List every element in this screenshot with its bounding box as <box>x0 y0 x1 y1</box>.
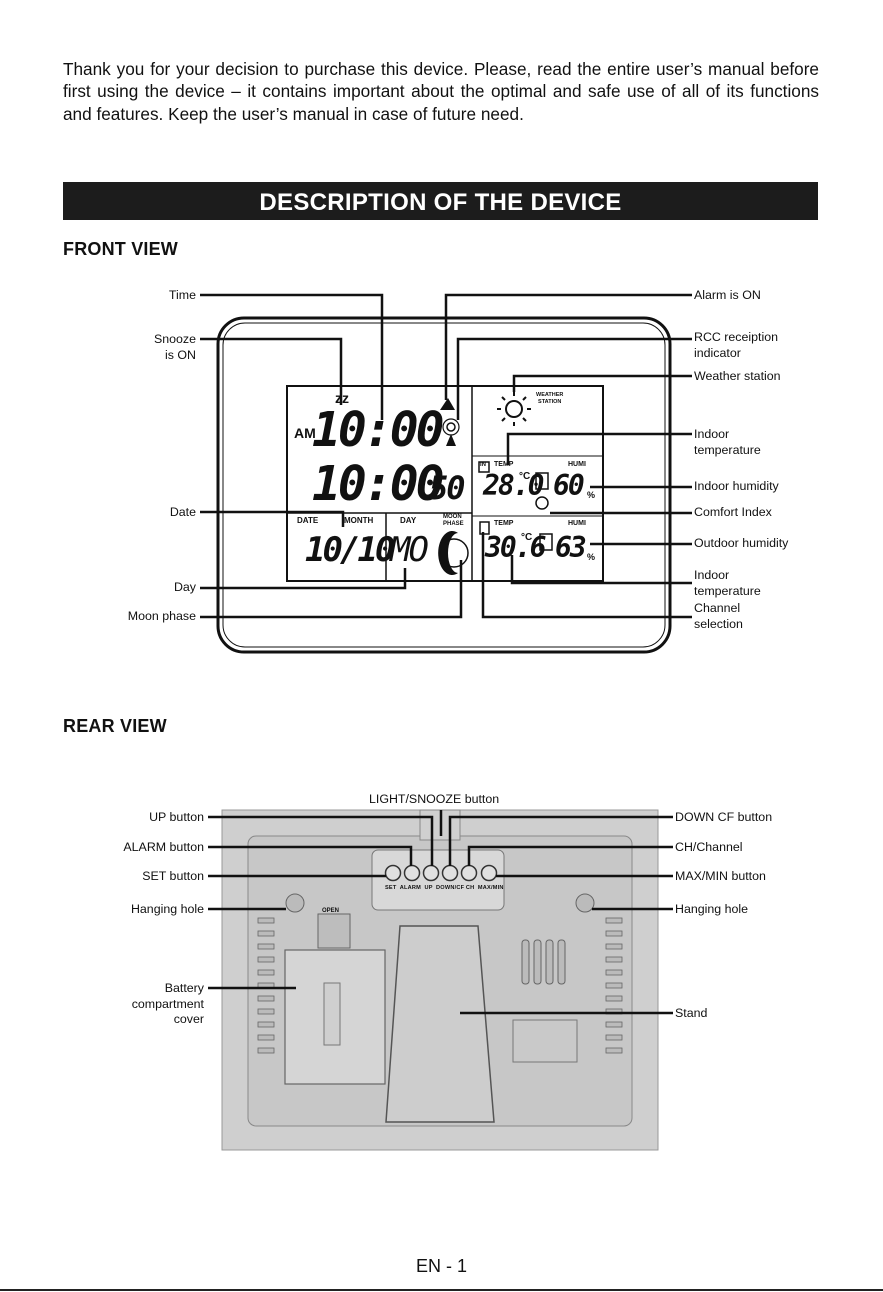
outdoor-humi-display: 63 <box>555 531 587 564</box>
label-indoor-humidity: Indoor humidity <box>694 479 779 493</box>
seconds-display: 50 <box>429 469 466 507</box>
label-light-snooze: LIGHT/SNOOZE button <box>369 792 500 806</box>
label-ch-channel: CH/Channel <box>675 840 743 854</box>
front-view-heading: FRONT VIEW <box>63 239 178 259</box>
label-snooze: Snooze is ON <box>153 332 196 362</box>
label-down-cf: DOWN CF button <box>675 810 773 824</box>
indoor-humi-label: HUMI <box>568 461 586 468</box>
rear-view-heading: REAR VIEW <box>63 716 167 736</box>
weather-station-label: WEATHER STATION <box>536 392 564 405</box>
label-max-min: MAX/MIN button <box>675 869 766 883</box>
day-display: MO <box>390 530 429 570</box>
button-strip-labels: SET ALARM UP DOWN/CF CH MAX/MIN <box>385 885 504 891</box>
indoor-temp-label: TEMP <box>494 461 514 468</box>
indoor-temp-display: 28.0 <box>483 469 544 502</box>
label-hanging-hole-right: Hanging hole <box>675 902 749 916</box>
intro-paragraph: Thank you for your decision to purchase … <box>63 59 819 124</box>
section-banner: DESCRIPTION OF THE DEVICE <box>63 182 818 220</box>
label-comfort-index: Comfort Index <box>694 505 772 519</box>
label-date: Date <box>169 505 196 519</box>
front-device <box>216 316 672 654</box>
outdoor-temp-label: TEMP <box>494 520 514 527</box>
label-up-button: UP button <box>149 810 204 824</box>
label-stand: Stand <box>675 1006 708 1020</box>
am-indicator: AM <box>294 425 316 441</box>
label-hanging-hole-left: Hanging hole <box>130 902 204 916</box>
label-moon-phase: Moon phase <box>127 609 196 623</box>
label-set-button: SET button <box>142 869 204 883</box>
outdoor-percent: % <box>587 552 596 562</box>
snooze-zz: zz <box>335 390 349 406</box>
label-channel-selection: Channel selection <box>694 601 743 631</box>
label-outdoor-humidity: Outdoor humidity <box>694 536 789 550</box>
in-badge: IN <box>480 462 486 468</box>
outdoor-humi-label: HUMI <box>568 520 586 527</box>
bottom-rule <box>0 1289 883 1291</box>
moon-phase-label: MOON PHASE <box>443 514 464 527</box>
date-label: DATE <box>297 516 319 525</box>
outdoor-temp-unit: °C <box>521 532 533 543</box>
indoor-temp-unit: °C <box>519 471 531 482</box>
day-label: DAY <box>400 516 417 525</box>
label-day: Day <box>173 580 196 594</box>
label-rcc: RCC receiption indicator <box>694 330 779 360</box>
time-display-2: 10:00 <box>312 456 444 512</box>
label-indoor-temperature-2: Indoor temperature <box>694 568 761 598</box>
indoor-humi-display: 60 <box>553 469 585 502</box>
label-alarm-on: Alarm is ON <box>694 288 761 302</box>
date-display: 10/10 <box>305 530 395 570</box>
month-label: MONTH <box>344 516 374 525</box>
label-time: Time <box>168 288 196 302</box>
time-display: 10:00 <box>312 402 444 458</box>
outdoor-temp-display: 30.6 <box>485 531 546 564</box>
indoor-percent: % <box>587 490 596 500</box>
rear-device <box>221 809 659 1151</box>
label-indoor-temperature: Indoor temperature <box>694 427 761 457</box>
label-alarm-button: ALARM button <box>123 840 204 854</box>
label-battery-cover: Battery compartment cover <box>131 981 204 1026</box>
page-number: EN - 1 <box>415 1256 467 1276</box>
label-weather-station: Weather station <box>694 369 781 383</box>
open-tab-label: OPEN <box>322 908 340 914</box>
